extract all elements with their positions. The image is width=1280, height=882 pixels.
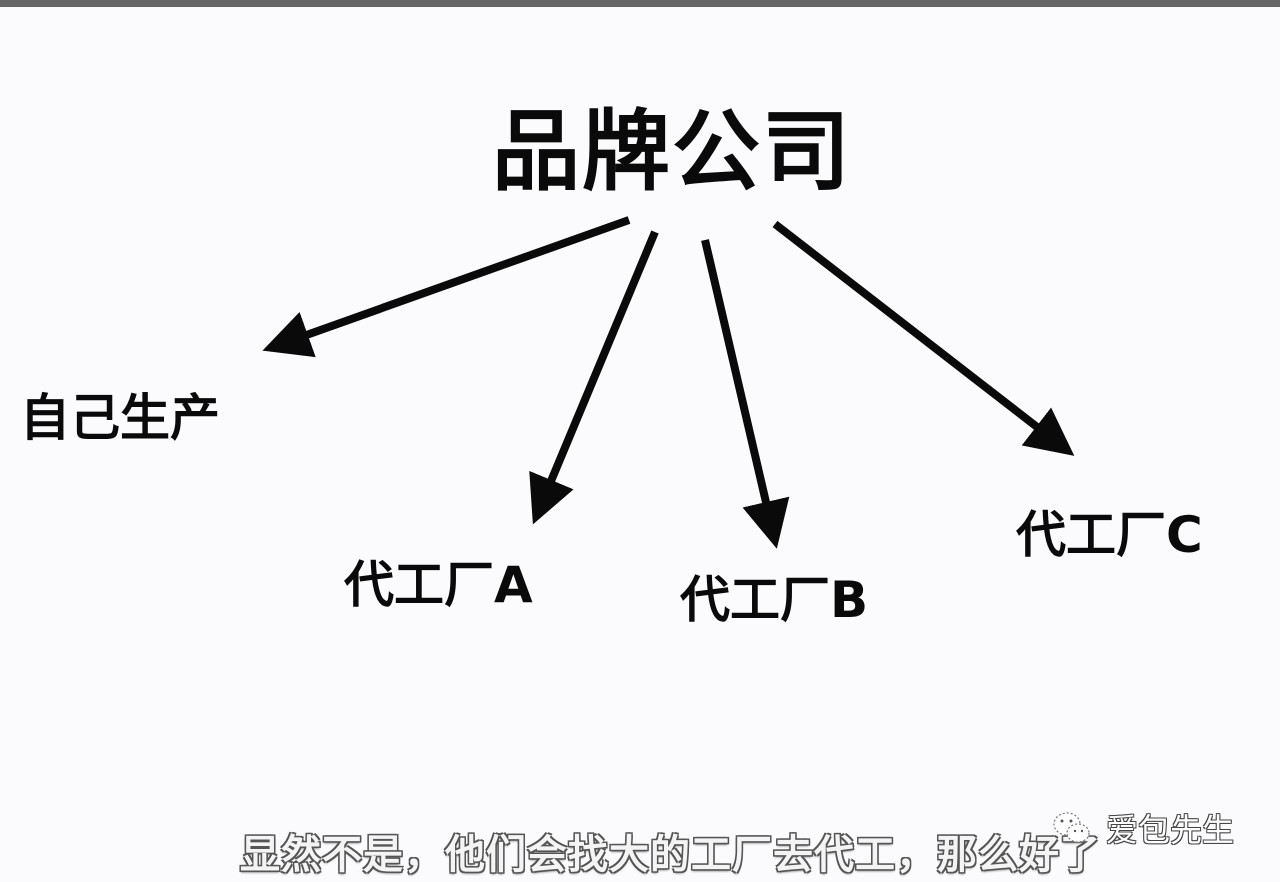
node-factory-a: 代工厂A — [344, 556, 533, 614]
node-factory-b: 代工厂B — [680, 571, 869, 629]
arrow-to-factory-a — [529, 230, 659, 525]
wechat-icon — [1053, 812, 1090, 843]
node-factory-c: 代工厂C — [1016, 506, 1203, 564]
arrow-to-factory-c — [772, 220, 1075, 456]
watermark: 爱包先生 — [1050, 805, 1234, 851]
node-self-production: 自己生产 — [20, 389, 220, 447]
video-subtitle: 显然不是，他们会找大的工厂去代工，那么好了 — [240, 832, 1101, 878]
arrow-to-factory-b — [701, 239, 790, 549]
arrow-to-self-production — [262, 216, 631, 358]
top-bar — [0, 0, 1280, 7]
root-node-brand-company: 品牌公司 — [492, 100, 853, 203]
watermark-text: 爱包先生 — [1106, 811, 1235, 849]
